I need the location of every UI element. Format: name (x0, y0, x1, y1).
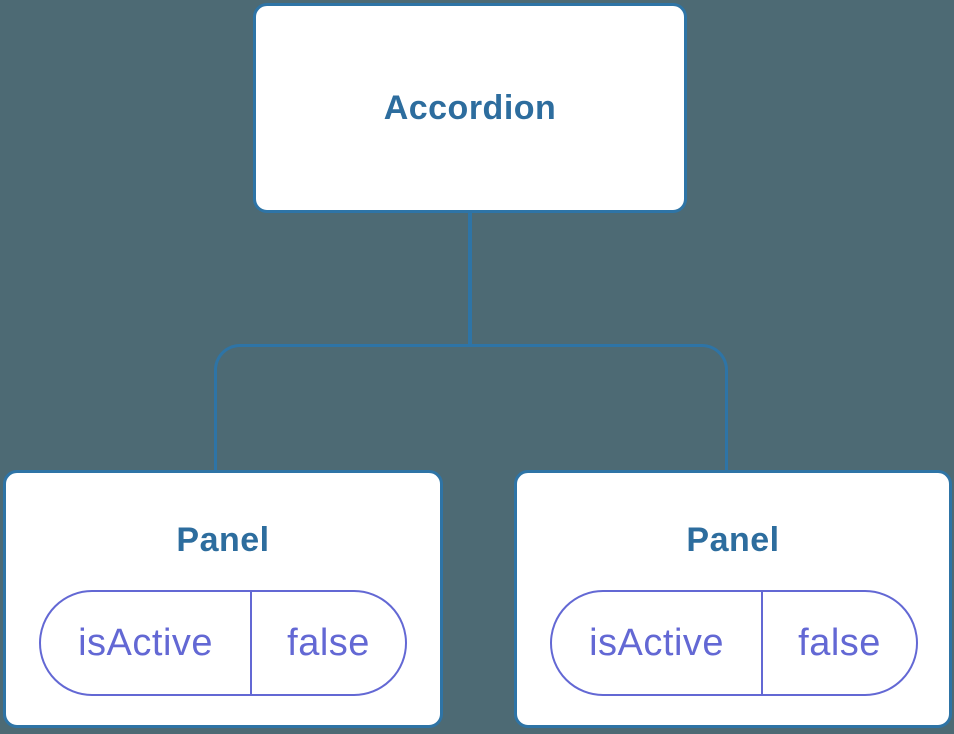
panel-right-state-pill: isActive false (550, 590, 918, 696)
panel-left-label: Panel (176, 521, 270, 559)
state-name: isActive (41, 592, 253, 694)
panel-right-label: Panel (686, 521, 780, 559)
state-value: false (798, 621, 881, 664)
panel-node-left: Panel isActive false (3, 470, 443, 728)
accordion-node-label: Accordion (383, 88, 557, 127)
connector-bracket (214, 344, 728, 470)
state-value: false (287, 621, 370, 664)
connector-stem (468, 211, 472, 346)
panel-left-state-pill: isActive false (39, 590, 407, 696)
state-name: isActive (552, 592, 764, 694)
panel-node-right: Panel isActive false (514, 470, 952, 728)
accordion-node: Accordion (253, 3, 687, 213)
